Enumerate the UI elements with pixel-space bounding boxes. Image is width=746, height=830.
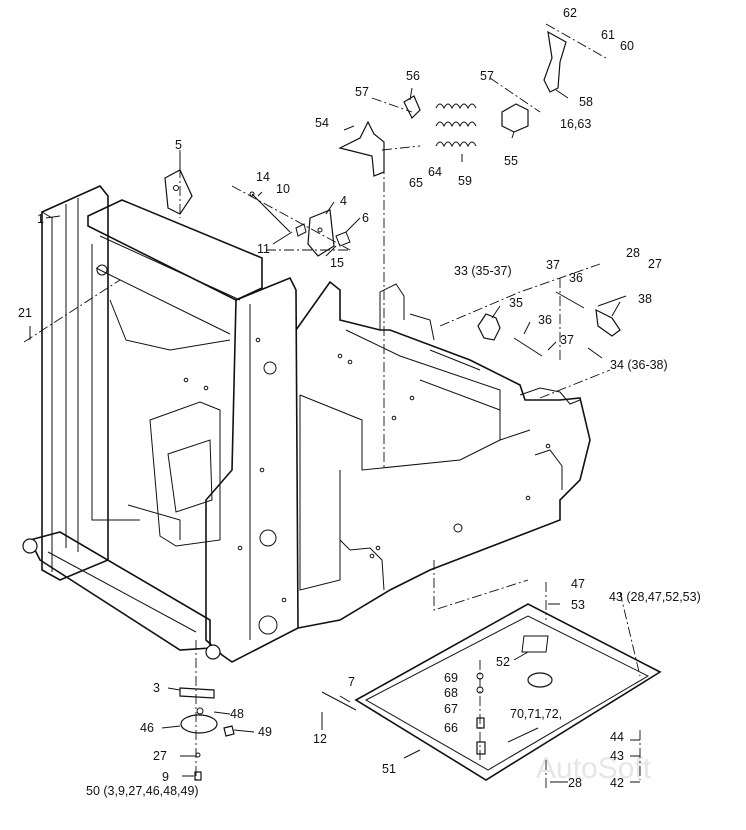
label-9: 9: [162, 770, 169, 784]
label-56: 56: [406, 69, 420, 83]
label-60: 60: [620, 39, 634, 53]
label-52: 52: [496, 655, 510, 669]
label-33: 33 (35-37): [454, 264, 512, 278]
label-51: 51: [382, 762, 396, 776]
label-47: 47: [571, 577, 585, 591]
label-12: 12: [313, 732, 327, 746]
label-21: 21: [18, 306, 32, 320]
pin-assemblies: [477, 291, 627, 357]
hatch-parts-50: [179, 687, 235, 781]
label-70-71-72: 70,71,72,: [510, 707, 562, 721]
label-37-top: 37: [546, 258, 560, 272]
top-brackets: [164, 30, 567, 257]
part-labels: 62 61 60 57 56 57 58 54 16,63 55 64 65 5…: [18, 6, 701, 798]
label-3: 3: [153, 681, 160, 695]
label-68: 68: [444, 686, 458, 700]
label-53: 53: [571, 598, 585, 612]
label-5: 5: [175, 138, 182, 152]
label-43-group: 43 (28,47,52,53): [609, 590, 701, 604]
label-65: 65: [409, 176, 423, 190]
frame-holes: [183, 337, 551, 603]
label-57-left: 57: [355, 85, 369, 99]
label-55: 55: [504, 154, 518, 168]
leader-lines: [29, 87, 640, 783]
label-58: 58: [579, 95, 593, 109]
label-4: 4: [340, 194, 347, 208]
label-37-bottom: 37: [560, 333, 574, 347]
label-7: 7: [348, 675, 355, 689]
label-27-top: 27: [648, 257, 662, 271]
label-1: 1: [37, 212, 44, 226]
label-50-group: 50 (3,9,27,46,48,49): [86, 784, 199, 798]
label-35: 35: [509, 296, 523, 310]
floor-plate-51: [321, 603, 662, 781]
watermark-text: AutoSoft: [536, 752, 652, 785]
main-frame: [22, 185, 591, 663]
label-43-single: 43: [610, 749, 624, 763]
label-67: 67: [444, 702, 458, 716]
label-34: 34 (36-38): [610, 358, 668, 372]
spring-59: [435, 103, 477, 148]
label-36-top: 36: [569, 271, 583, 285]
label-61: 61: [601, 28, 615, 42]
label-10: 10: [276, 182, 290, 196]
label-46: 46: [140, 721, 154, 735]
label-49: 49: [258, 725, 272, 739]
label-48: 48: [230, 707, 244, 721]
label-16-63: 16,63: [560, 117, 591, 131]
label-59: 59: [458, 174, 472, 188]
label-15: 15: [330, 256, 344, 270]
label-11: 11: [257, 242, 270, 256]
label-57-right: 57: [480, 69, 494, 83]
label-69: 69: [444, 671, 458, 685]
label-64: 64: [428, 165, 442, 179]
label-27-bottom: 27: [153, 749, 167, 763]
label-62: 62: [563, 6, 577, 20]
label-28-bottom: 28: [568, 776, 582, 790]
label-54: 54: [315, 116, 329, 130]
center-lines: [23, 23, 641, 788]
label-66: 66: [444, 721, 458, 735]
label-38: 38: [638, 292, 652, 306]
label-42: 42: [610, 776, 624, 790]
label-36-bottom: 36: [538, 313, 552, 327]
label-14: 14: [256, 170, 270, 184]
label-6: 6: [362, 211, 369, 225]
label-44: 44: [610, 730, 624, 744]
label-28-top: 28: [626, 246, 640, 260]
